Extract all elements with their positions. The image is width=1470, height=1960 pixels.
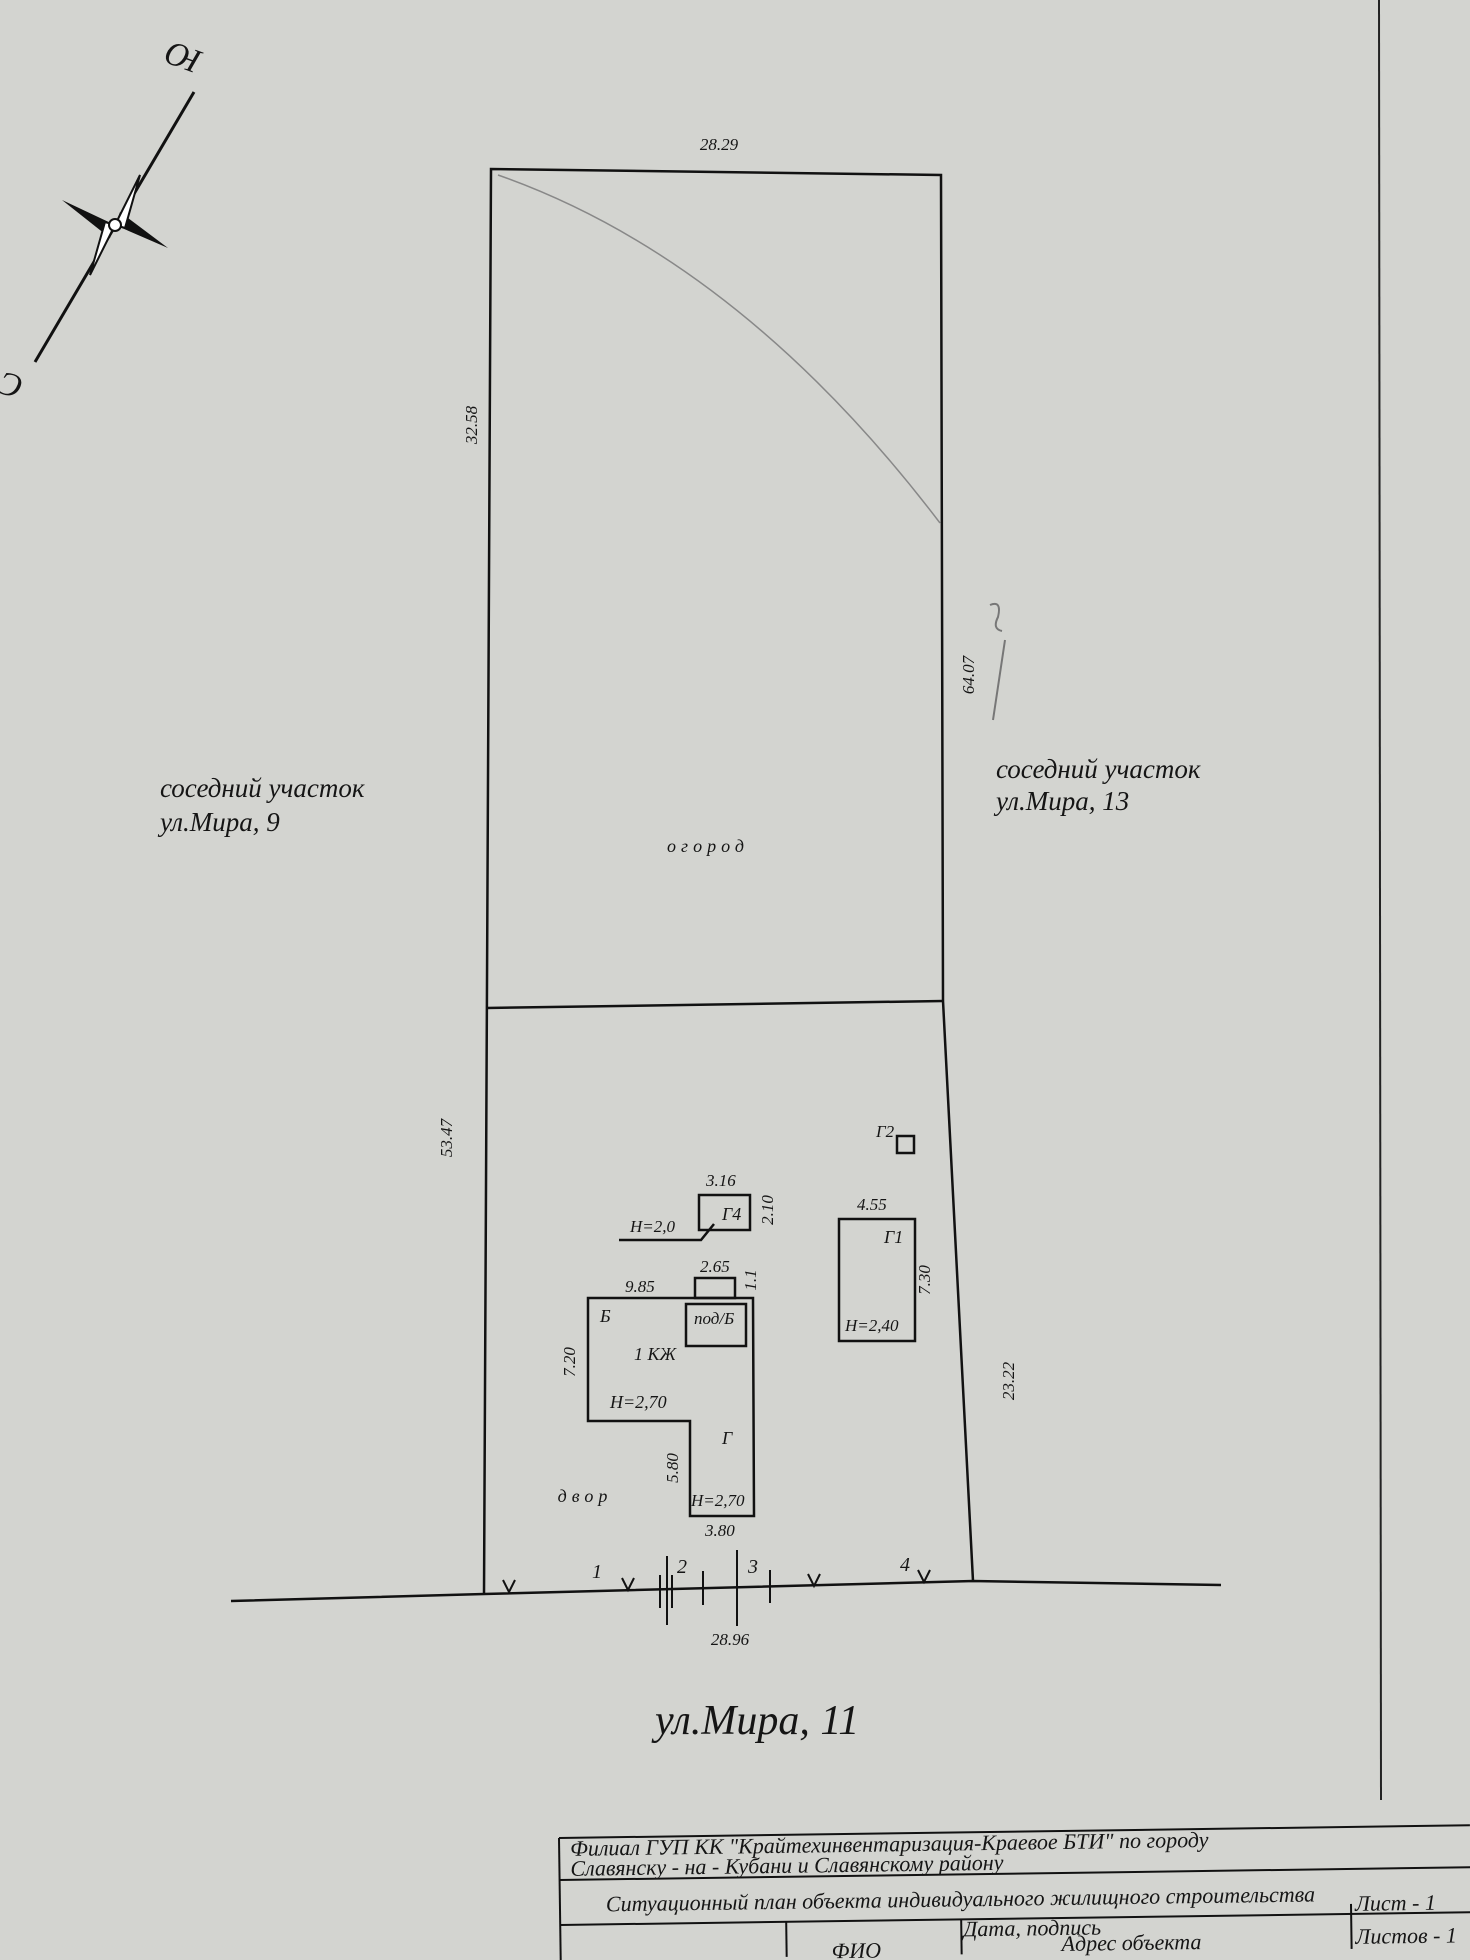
ext-label: Г [721, 1428, 733, 1448]
sheets-total: Листов - 1 [1354, 1922, 1457, 1948]
sheet-number: Лист - 1 [1354, 1890, 1436, 1916]
pencil-line [497, 174, 941, 524]
neighbor-right-line2: ул.Мира, 13 [993, 786, 1129, 816]
building-g2 [895, 1134, 916, 1155]
neighbor-left-line2: ул.Мира, 9 [157, 807, 280, 837]
main-width: 9.85 [625, 1277, 655, 1296]
g1-label: Г1 [883, 1227, 903, 1247]
main-label: Б [599, 1306, 611, 1326]
dim-street: 28.96 [711, 1630, 750, 1649]
point-1: 1 [592, 1561, 602, 1583]
main-height: Н=2,70 [609, 1392, 667, 1412]
building-g1 [837, 1217, 917, 1343]
zone-yard: двор [558, 1486, 613, 1506]
g4-depth: 2.10 [758, 1195, 777, 1225]
basement-label: под/Б [694, 1309, 734, 1328]
basement [684, 1302, 748, 1348]
address-header: Адрес объекта [1059, 1929, 1201, 1956]
g4-width: 3.16 [705, 1171, 736, 1190]
plot-boundary [482, 167, 975, 1595]
point-3: 3 [747, 1556, 758, 1578]
ext-depth: 5.80 [663, 1453, 682, 1483]
zone-garden: огород [667, 836, 749, 856]
point-4: 4 [900, 1554, 910, 1576]
neighbor-left-line1: соседний участок [160, 773, 365, 803]
g1-height: Н=2,40 [844, 1316, 899, 1335]
g2-label: Г2 [875, 1122, 895, 1141]
ext-width: 3.80 [704, 1521, 735, 1540]
handwritten-mark [989, 602, 1006, 721]
main-house [586, 1296, 756, 1518]
dim-top: 28.29 [700, 135, 739, 154]
frame-border [1378, 0, 1382, 1801]
dim-right-lower: 23.22 [999, 1361, 1018, 1400]
g1-depth: 7.30 [915, 1265, 934, 1295]
neighbor-right-line1: соседний участок [996, 754, 1201, 784]
street-line [230, 1579, 1222, 1603]
date-header: Дата, подпись [961, 1914, 1101, 1941]
g4-label: Г4 [721, 1204, 741, 1224]
porch-depth: 1.1 [741, 1269, 760, 1290]
name-header: ФИО [831, 1938, 881, 1960]
street-address: ул.Мира, 11 [651, 1698, 859, 1744]
buildings [586, 1134, 917, 1518]
main-type: 1 КЖ [634, 1344, 677, 1364]
org-line2: Славянску - на - Кубани и Славянскому ра… [570, 1850, 1004, 1881]
g4-leader [619, 1223, 715, 1242]
porch-width: 2.65 [700, 1257, 730, 1276]
garden-yard-divider [485, 999, 944, 1010]
g4-height: Н=2,0 [629, 1217, 675, 1236]
dim-right-upper: 64.07 [959, 654, 978, 694]
dim-left-lower: 53.47 [437, 1117, 456, 1157]
ext-height: Н=2,70 [690, 1491, 745, 1510]
gate-marks [502, 1550, 931, 1626]
porch [693, 1276, 737, 1300]
main-depth: 7.20 [560, 1347, 579, 1377]
compass-rose-icon [33, 91, 196, 363]
dim-left-upper: 32.58 [462, 405, 481, 445]
g1-width: 4.55 [857, 1195, 887, 1214]
point-2: 2 [677, 1556, 687, 1578]
building-g4 [697, 1193, 752, 1232]
